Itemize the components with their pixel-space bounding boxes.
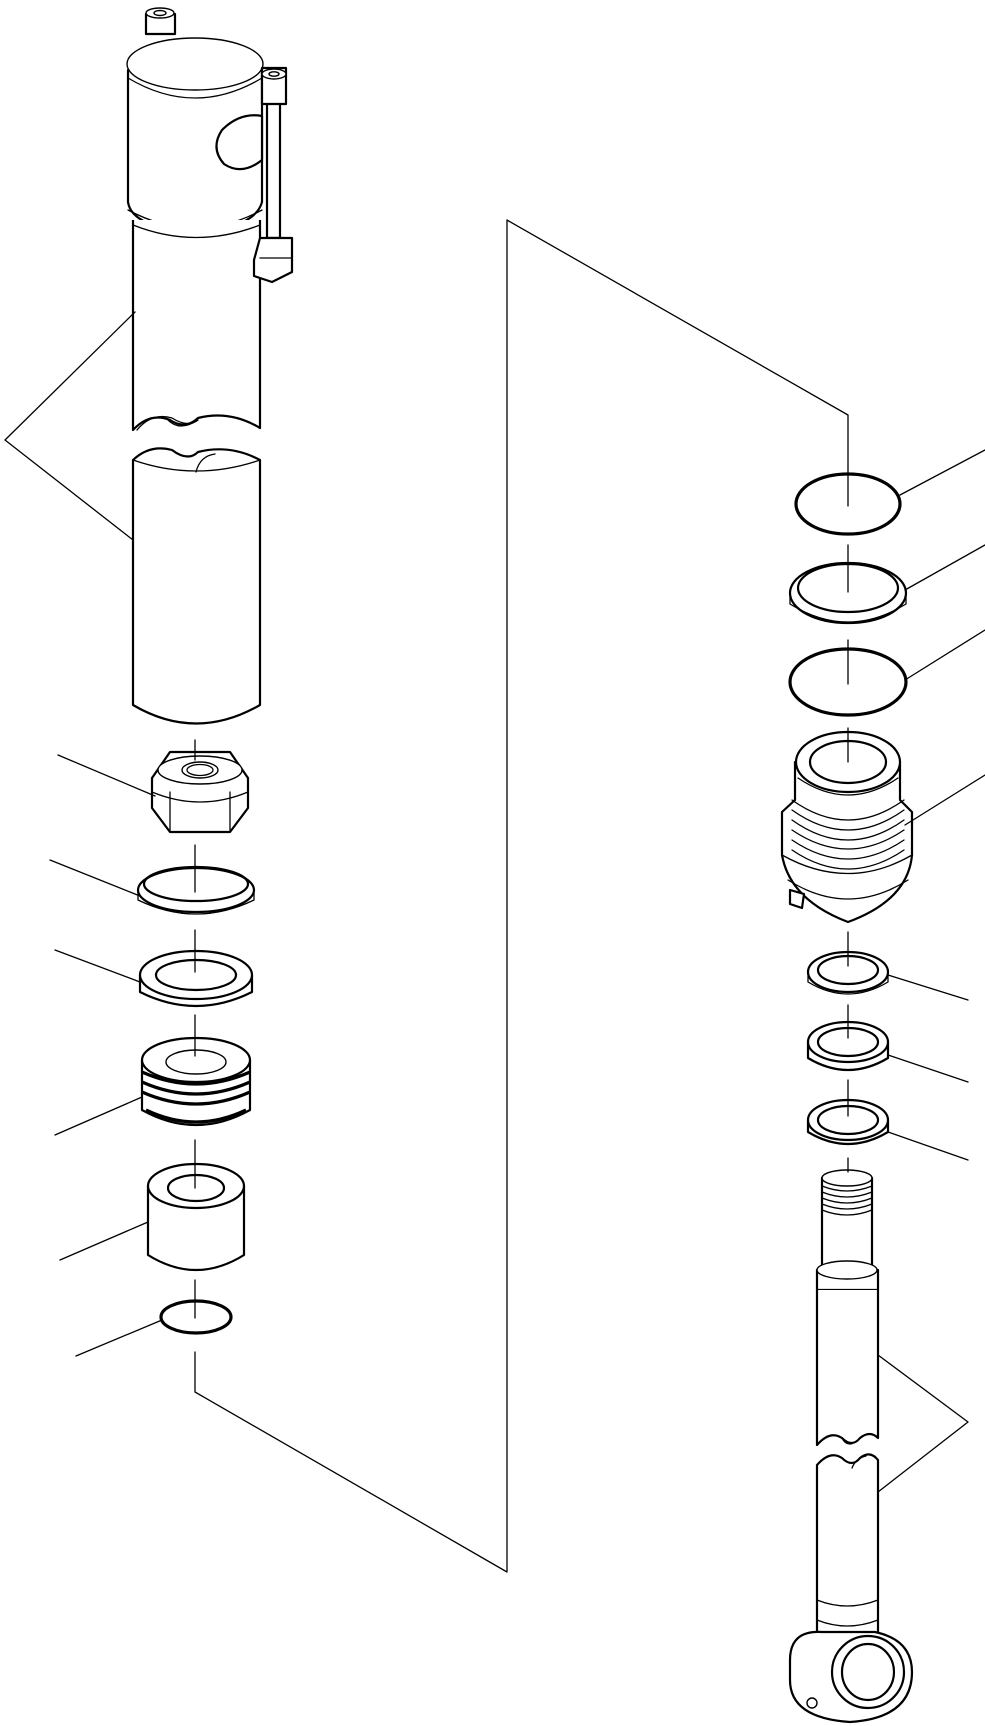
spacer: [146, 1162, 246, 1271]
leader-lines-right: [877, 449, 985, 1493]
piston: [140, 1036, 252, 1126]
piston-rod: [788, 1169, 914, 1724]
assembly-connector-line: [194, 219, 849, 1573]
oil-line-pipe: [252, 66, 294, 284]
piston-ring: [136, 865, 256, 915]
piston-nut: [150, 750, 250, 834]
cylinder-tube-lower: [131, 447, 262, 725]
cylinder-tube: [126, 7, 264, 432]
rod-bushing: [806, 1020, 890, 1072]
cylinder-head: [780, 730, 914, 924]
o-ring-small: [159, 1299, 233, 1335]
wear-ring: [138, 949, 254, 1007]
leader-lines-left: [4, 311, 163, 1357]
dust-seal: [806, 1098, 890, 1146]
